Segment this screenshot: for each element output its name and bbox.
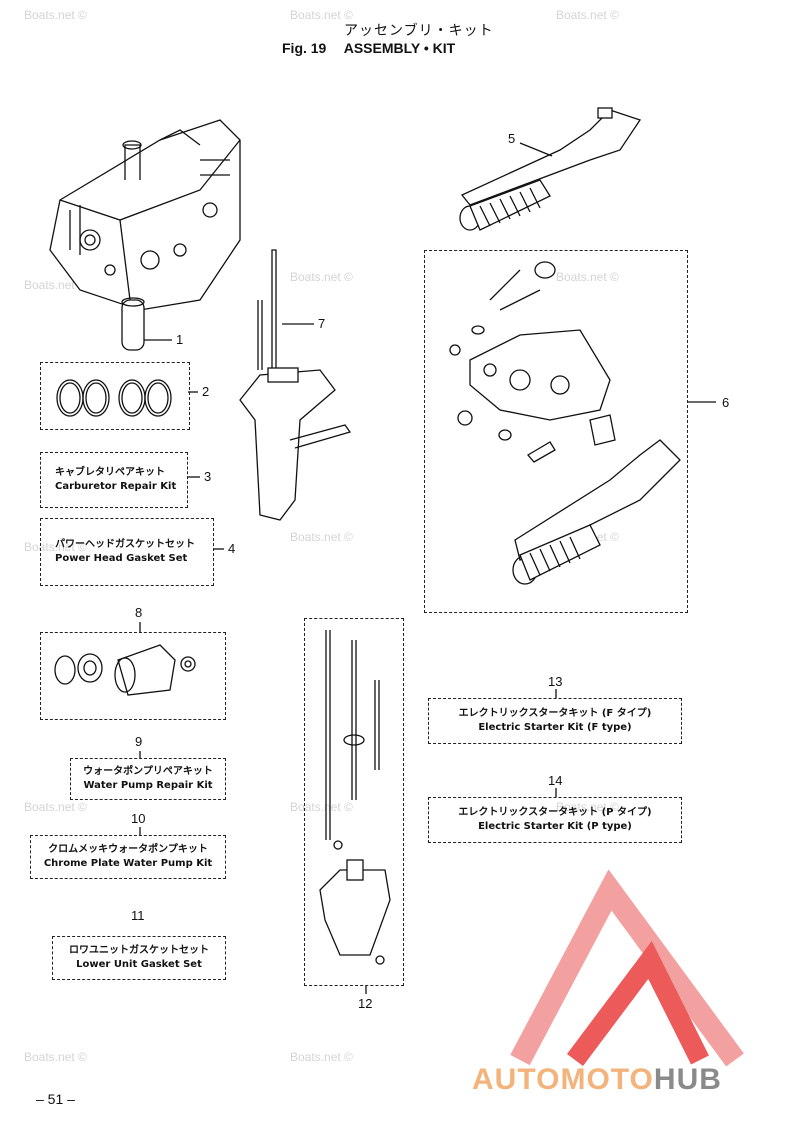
kit-box-8	[40, 632, 226, 720]
water-pump-parts-drawing	[54, 644, 196, 696]
watermark: Boats.net ©	[24, 278, 87, 292]
watermark: Boats.net ©	[290, 1050, 353, 1064]
logo-part-moto: MOTO	[560, 1063, 654, 1096]
ref-number-14: 14	[548, 773, 563, 788]
watermark: Boats.net ©	[290, 270, 353, 284]
kit-box-11: ロワユニットガスケットセット Lower Unit Gasket Set	[52, 936, 226, 980]
kit-label-jp: ウォータポンプリペアキット	[83, 766, 213, 777]
kit-box-9: ウォータポンプリペアキット Water Pump Repair Kit	[70, 758, 226, 800]
ref-number-5: 5	[508, 131, 516, 146]
kit-box-13: エレクトリックスタータキット (F タイプ) Electric Starter …	[428, 698, 682, 744]
watermark: Boats.net ©	[24, 8, 87, 22]
watermark: Boats.net ©	[290, 8, 353, 22]
logo-part-hub: HUB	[653, 1063, 722, 1096]
kit-label-en: Chrome Plate Water Pump Kit	[43, 858, 213, 869]
kit-box-6	[424, 250, 688, 613]
figure-title-english: ASSEMBLY • KIT	[343, 40, 456, 56]
ref-number-13: 13	[548, 674, 563, 689]
kit-label-en: Carburetor Repair Kit	[55, 481, 177, 492]
ref-number-4: 4	[228, 541, 236, 556]
kit-box-14: エレクトリックスタータキット (P タイプ) Electric Starter …	[428, 797, 682, 843]
kit-label-en: Water Pump Repair Kit	[83, 780, 213, 791]
watermark: Boats.net ©	[556, 800, 619, 814]
kit-label-en: Electric Starter Kit (F type)	[478, 722, 632, 733]
power-head-drawing	[49, 119, 241, 351]
kit-label-jp: エレクトリックスタータキット (F タイプ)	[458, 708, 652, 719]
tiller-handle-drawing	[459, 107, 642, 231]
kit-label-jp: エレクトリックスタータキット (P タイプ)	[458, 807, 652, 818]
kit-box-2	[40, 362, 190, 430]
ref-number-6: 6	[722, 395, 730, 410]
logo-part-auto: AUTO	[472, 1063, 561, 1096]
shift-rod-kit-drawing	[319, 630, 391, 965]
watermark: Boats.net ©	[290, 800, 353, 814]
leader-line	[519, 142, 553, 157]
kit-label-jp: キャブレタリペアキット	[55, 467, 165, 478]
logo-mark	[510, 869, 744, 1067]
ref-number-9: 9	[135, 734, 143, 749]
ref-number-11: 11	[131, 908, 145, 923]
ref-number-8: 8	[135, 605, 143, 620]
watermark: Boats.net ©	[290, 530, 353, 544]
ref-number-3: 3	[204, 469, 212, 484]
ref-number-7: 7	[318, 316, 326, 331]
o-ring-set-drawing	[56, 379, 172, 417]
title-japanese: アッセンブリ・キット	[344, 23, 494, 39]
ref-number-1: 1	[176, 332, 184, 347]
watermark: Boats.net ©	[556, 8, 619, 22]
watermark: Boats.net ©	[556, 270, 619, 284]
lower-unit-drawing	[239, 249, 352, 521]
ref-number-10: 10	[131, 811, 146, 826]
figure-number: Fig. 19	[282, 40, 327, 56]
kit-label-jp: ロワユニットガスケットセット	[69, 945, 209, 956]
kit-label-jp: パワーヘッドガスケットセット	[55, 539, 195, 550]
watermark: Boats.net ©	[24, 540, 87, 554]
kit-box-12	[304, 618, 404, 986]
logo-wordmark: AUTOMOTOHUB	[472, 1063, 722, 1097]
kit-box-4: パワーヘッドガスケットセット Power Head Gasket Set	[40, 518, 214, 586]
kit-label-en: Power Head Gasket Set	[55, 553, 188, 564]
watermark: Boats.net ©	[24, 800, 87, 814]
kit-box-3: キャブレタリペアキット Carburetor Repair Kit	[40, 452, 188, 508]
watermark: Boats.net ©	[24, 1050, 87, 1064]
kit-label-jp: クロムメッキウォータポンプキット	[48, 844, 208, 855]
electric-starter-parts-drawing	[449, 261, 681, 585]
ref-number-2: 2	[202, 384, 210, 399]
figure-title: Fig. 19 ASSEMBLY • KIT	[282, 40, 455, 56]
kit-label-en: Electric Starter Kit (P type)	[478, 821, 632, 832]
page-number: – 51 –	[36, 1091, 75, 1107]
kit-label-en: Lower Unit Gasket Set	[76, 959, 202, 970]
ref-number-12: 12	[358, 996, 373, 1011]
kit-box-10: クロムメッキウォータポンプキット Chrome Plate Water Pump…	[30, 835, 226, 879]
